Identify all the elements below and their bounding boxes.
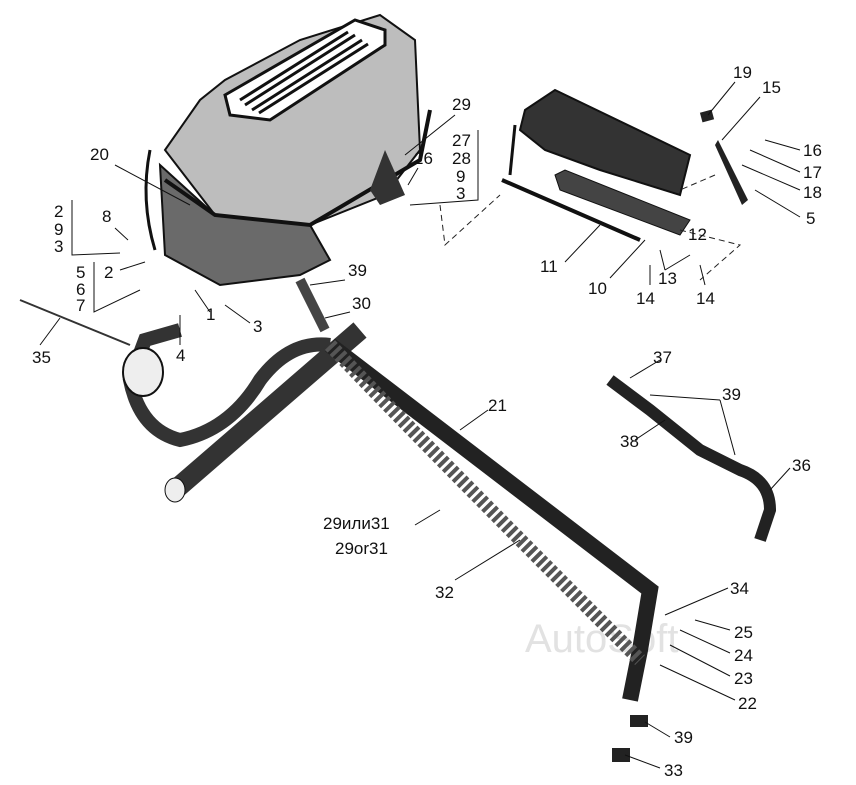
callout-label: 3 (253, 317, 262, 336)
callout-label: 21 (488, 396, 507, 415)
callout-label: 5 (806, 209, 815, 228)
callout-label: 3 (54, 237, 63, 256)
callout-label: 34 (730, 579, 749, 598)
callout-label: 16 (803, 141, 822, 160)
callout-label: 10 (588, 279, 607, 298)
pipes (19, 277, 777, 762)
heater-cover (501, 88, 748, 242)
callout-label: 6 (76, 280, 85, 299)
callout-label: 2 (54, 202, 63, 221)
callout-label: 38 (620, 432, 639, 451)
callout-label: 17 (803, 163, 822, 182)
callout-label: 25 (734, 623, 753, 642)
callout-label: 29или31 (323, 514, 390, 533)
callout-label: 30 (352, 294, 371, 313)
watermark: AutoSoft (525, 617, 678, 661)
callout-label: 23 (734, 669, 753, 688)
callout-label: 33 (664, 761, 683, 780)
callout-label: 5 (76, 263, 85, 282)
callout-label: 3 (456, 184, 465, 203)
callout-label: 32 (435, 583, 454, 602)
callout-label: 13 (658, 269, 677, 288)
callout-label: 19 (733, 63, 752, 82)
callout-label: 37 (653, 348, 672, 367)
heater-unit (144, 13, 432, 287)
callout-label: 11 (540, 257, 558, 276)
callout-label: 39 (674, 728, 693, 747)
callout-label: 9 (54, 220, 63, 239)
callout-label: 22 (738, 694, 757, 713)
callout-label: 2 (104, 263, 113, 282)
leader-lines (39, 81, 801, 769)
callout-label: 36 (792, 456, 811, 475)
callout-label: 24 (734, 646, 753, 665)
callout-label: 20 (90, 145, 109, 164)
callout-label: 29 (452, 95, 471, 114)
assembly-dashed-lines (439, 174, 742, 281)
callout-label: 4 (176, 346, 185, 365)
callout-label: 27 (452, 131, 471, 150)
callout-label: 26 (414, 149, 433, 168)
callout-label: 35 (32, 348, 51, 367)
callout-label: 12 (688, 225, 707, 244)
callout-label: 15 (762, 78, 781, 97)
callout-label: 29or31 (335, 539, 388, 558)
callout-label: 28 (452, 149, 471, 168)
callout-label: 8 (102, 207, 111, 226)
callout-label: 7 (76, 296, 85, 315)
callout-label: 39 (348, 261, 367, 280)
callout-label: 39 (722, 385, 741, 404)
callout-label: 18 (803, 183, 822, 202)
callout-label: 14 (636, 289, 655, 308)
callout-label: 14 (696, 289, 715, 308)
callout-label: 9 (456, 167, 465, 186)
callout-label: 1 (206, 305, 215, 324)
